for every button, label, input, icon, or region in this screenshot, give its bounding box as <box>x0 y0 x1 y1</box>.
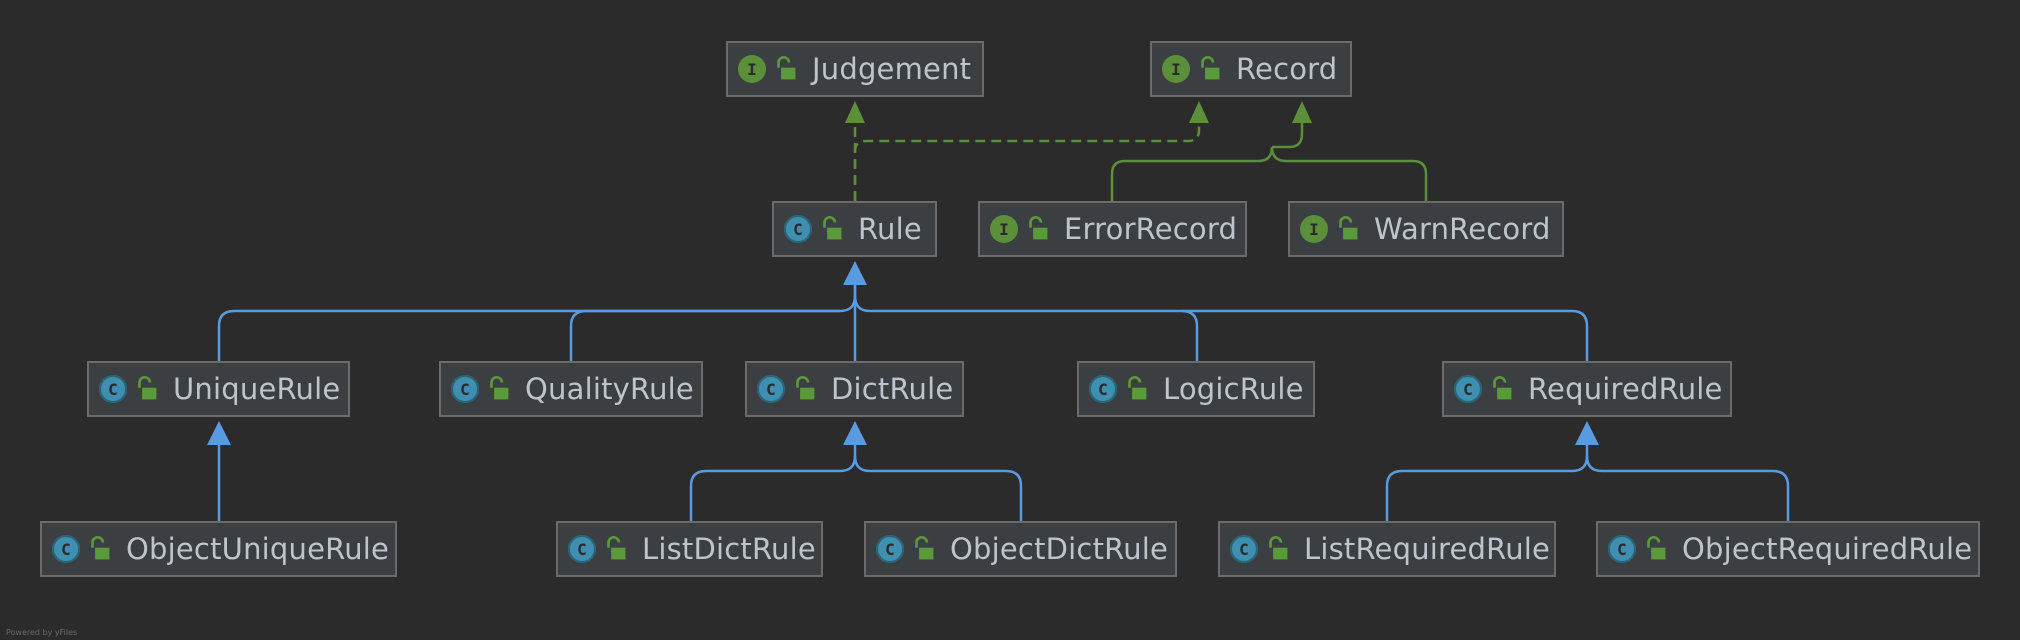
arrowhead-record-left <box>1189 101 1209 123</box>
edge-rule-implements-record <box>853 120 1201 201</box>
arrowhead-record-right <box>1292 101 1312 123</box>
class-icon: C <box>568 535 596 563</box>
edge-requiredrule-extends-rule <box>1182 309 1589 361</box>
node-object-dict-rule[interactable]: C ObjectDictRule <box>864 521 1177 577</box>
public-visibility-icon <box>796 376 815 400</box>
interface-icon: I <box>1300 215 1328 243</box>
class-icon: C <box>52 535 80 563</box>
public-visibility-icon <box>1647 536 1666 560</box>
node-label: QualityRule <box>525 372 694 406</box>
edge-errorrecord-extends-record <box>1110 146 1274 201</box>
node-list-dict-rule[interactable]: C ListDictRule <box>556 521 823 577</box>
public-visibility-icon <box>1339 216 1358 240</box>
public-visibility-icon <box>91 536 110 560</box>
node-label: ListDictRule <box>642 532 816 566</box>
arrowhead-rule <box>843 261 867 285</box>
interface-icon: I <box>738 55 766 83</box>
node-label: Rule <box>858 212 922 246</box>
node-list-required-rule[interactable]: C ListRequiredRule <box>1218 521 1556 577</box>
node-label: ObjectRequiredRule <box>1682 532 1973 566</box>
node-dict-rule[interactable]: C DictRule <box>745 361 964 417</box>
node-error-record[interactable]: I ErrorRecord <box>978 201 1247 257</box>
node-label: Record <box>1236 52 1338 86</box>
node-label: UniqueRule <box>173 372 341 406</box>
class-icon: C <box>757 375 785 403</box>
node-rule[interactable]: C Rule <box>772 201 937 257</box>
node-label: ListRequiredRule <box>1304 532 1551 566</box>
edge-listrequiredrule-extends-requiredrule <box>1385 442 1589 521</box>
node-judgement[interactable]: I Judgement <box>726 41 984 97</box>
interface-icon: I <box>990 215 1018 243</box>
edge-objectdictrule-extends-dictrule <box>853 455 1023 521</box>
node-label: ObjectDictRule <box>950 532 1169 566</box>
node-label: Judgement <box>812 52 972 86</box>
node-label: ObjectUniqueRule <box>126 532 390 566</box>
public-visibility-icon <box>915 536 934 560</box>
node-required-rule[interactable]: C RequiredRule <box>1442 361 1732 417</box>
edge-qualityrule-extends-rule <box>569 309 840 361</box>
node-object-required-rule[interactable]: C ObjectRequiredRule <box>1596 521 1980 577</box>
class-icon: C <box>1454 375 1482 403</box>
public-visibility-icon <box>1201 56 1220 80</box>
arrowhead-dictrule <box>843 421 867 445</box>
public-visibility-icon <box>607 536 626 560</box>
class-icon: C <box>1089 375 1117 403</box>
public-visibility-icon <box>823 216 842 240</box>
node-record[interactable]: I Record <box>1150 41 1352 97</box>
public-visibility-icon <box>490 376 509 400</box>
node-unique-rule[interactable]: C UniqueRule <box>87 361 350 417</box>
public-visibility-icon <box>777 56 796 80</box>
node-label: DictRule <box>831 372 954 406</box>
node-label: ErrorRecord <box>1064 212 1238 246</box>
node-object-unique-rule[interactable]: C ObjectUniqueRule <box>40 521 397 577</box>
public-visibility-icon <box>1029 216 1048 240</box>
interface-icon: I <box>1162 55 1190 83</box>
class-icon: C <box>784 215 812 243</box>
edge-record-trunk <box>1272 120 1304 149</box>
class-icon: C <box>451 375 479 403</box>
public-visibility-icon <box>1128 376 1147 400</box>
class-icon: C <box>1608 535 1636 563</box>
powered-by-footer: Powered by yFiles <box>6 628 78 637</box>
node-warn-record[interactable]: I WarnRecord <box>1288 201 1564 257</box>
class-icon: C <box>1230 535 1258 563</box>
edge-objectrequiredrule-extends-requiredrule <box>1585 455 1790 521</box>
public-visibility-icon <box>1493 376 1512 400</box>
class-icon: C <box>876 535 904 563</box>
public-visibility-icon <box>138 376 157 400</box>
node-label: WarnRecord <box>1374 212 1551 246</box>
node-label: RequiredRule <box>1528 372 1723 406</box>
arrowhead-judgement <box>845 101 865 123</box>
node-label: LogicRule <box>1163 372 1304 406</box>
edge-warnrecord-extends-record <box>1270 146 1428 201</box>
edge-logicrule-extends-rule <box>853 295 1199 361</box>
edge-listdictrule-extends-dictrule <box>689 442 857 521</box>
node-quality-rule[interactable]: C QualityRule <box>439 361 703 417</box>
node-logic-rule[interactable]: C LogicRule <box>1077 361 1315 417</box>
public-visibility-icon <box>1269 536 1288 560</box>
class-icon: C <box>99 375 127 403</box>
arrowhead-uniquerule <box>207 421 231 445</box>
arrowhead-requiredrule <box>1575 421 1599 445</box>
edge-uniquerule-extends-rule <box>217 282 857 361</box>
